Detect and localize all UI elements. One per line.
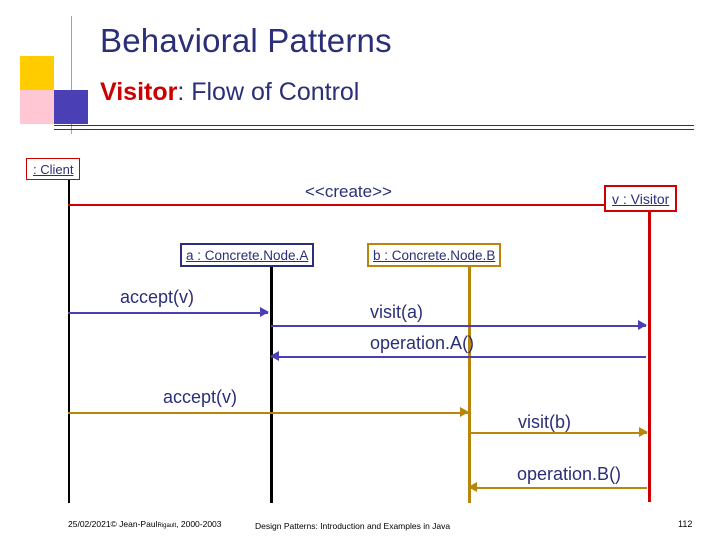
message-operation-b-label: operation.B() [517, 464, 622, 484]
object-node-b: b : Concrete.Node.B [367, 243, 502, 267]
decor-blue-square [54, 90, 88, 124]
object-node-a: a : Concrete.Node.A [180, 243, 315, 267]
footer-copyright: © Jean-Paul [110, 519, 158, 529]
message-operation-a-label: operation.A() [370, 333, 475, 353]
sequence-diagram: <<create>> accept(v) visit(a) operation.… [0, 140, 720, 510]
message-visit-a-label: visit(a) [370, 302, 423, 322]
decor-vertical-line [71, 16, 72, 134]
object-node-a-label: a : Concrete.Node.A [186, 248, 309, 263]
message-visit-b-label: visit(b) [518, 412, 571, 432]
lifeline-visitor [648, 212, 651, 502]
object-visitor: v : Visitor [604, 185, 678, 212]
decor-yellow-square [20, 56, 54, 90]
decor-pink-square [20, 90, 54, 124]
decor-rule-top [54, 125, 694, 126]
footer-left: 25/02/2021© Jean-PaulRigault, 2000-2003 [68, 519, 222, 529]
object-client-label: : Client [33, 162, 74, 177]
message-accept-b-label: accept(v) [163, 387, 238, 407]
object-client: : Client [26, 158, 81, 180]
page-subtitle-rest: : Flow of Control [177, 78, 360, 106]
object-visitor-label: v : Visitor [612, 191, 670, 207]
object-node-b-label: b : Concrete.Node.B [373, 248, 496, 263]
message-create-label: <<create>> [305, 182, 392, 201]
footer-years: , 2000-2003 [176, 519, 222, 529]
page-title: Behavioral Patterns [100, 22, 392, 59]
page-subtitle: Visitor: Flow of Control [100, 78, 359, 107]
lifeline-node-a [270, 262, 273, 503]
message-accept-a-label: accept(v) [120, 287, 195, 307]
page-subtitle-pattern: Visitor [100, 78, 178, 106]
footer-author-small: Rigault [157, 523, 177, 529]
footer-date: 25/02/2021 [68, 519, 111, 529]
lifeline-client [68, 178, 70, 503]
decor-rule-bottom [54, 129, 694, 130]
footer-course-title: Design Patterns: Introduction and Exampl… [255, 521, 451, 531]
lifeline-node-b [468, 262, 471, 503]
footer-page-number: 112 [678, 519, 693, 529]
